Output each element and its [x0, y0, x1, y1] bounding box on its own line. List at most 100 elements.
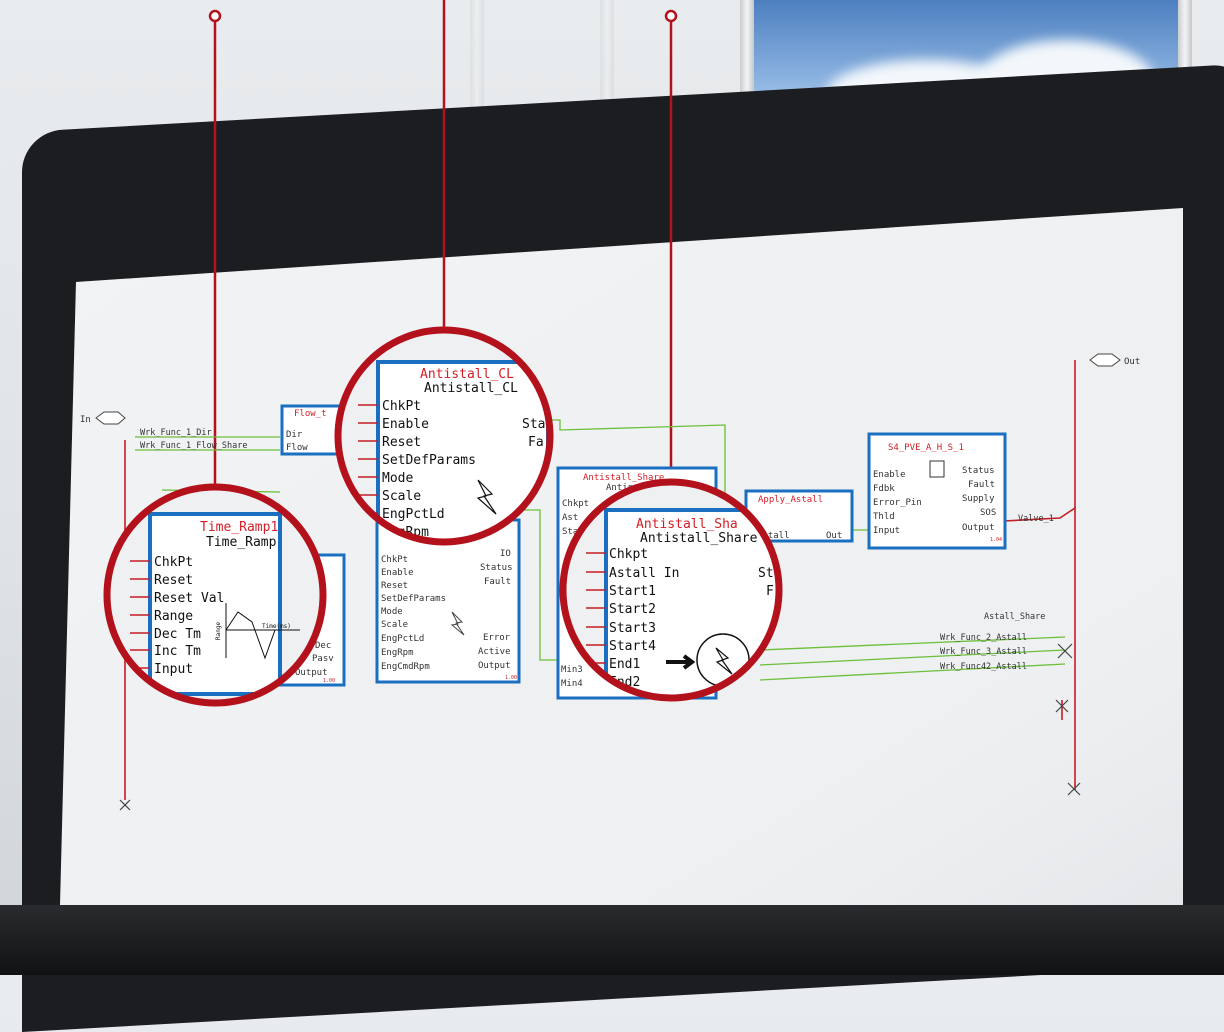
input-label: In	[80, 415, 91, 425]
port-label: Dec	[315, 641, 331, 651]
port-label: Chkpt	[562, 499, 589, 509]
port-label: Chkpt	[609, 547, 648, 562]
port-label: Output	[962, 523, 995, 533]
port-label: Active	[478, 647, 511, 657]
wire-label: Valve_1	[1018, 514, 1054, 524]
axis-label: Range	[215, 622, 222, 640]
port-label: Astall In	[609, 566, 679, 581]
block-subtitle: Antistall_Share	[640, 531, 758, 546]
callout-leaders	[208, 0, 678, 488]
block-subtitle: Antistall_CL	[424, 381, 518, 396]
port-label: Enable	[382, 417, 429, 432]
port-label: Mode	[381, 607, 403, 617]
monitor-bottom-bezel	[0, 905, 1224, 975]
port-label: Reset	[154, 573, 193, 588]
block-subtitle: Time_Ramp	[206, 535, 277, 550]
port-label: Error	[483, 633, 511, 643]
port-label: Ast	[562, 513, 578, 523]
port-label: ChkPt	[382, 399, 421, 414]
port-label: Min4	[561, 679, 583, 689]
port-label: Flow	[286, 443, 308, 453]
port-label: Fault	[484, 577, 511, 587]
input-connector[interactable]: In	[80, 411, 126, 425]
output-connector[interactable]: Out	[1089, 353, 1140, 367]
port-label: St	[758, 566, 774, 581]
port-label: Sta	[522, 417, 545, 432]
block-subtitle: Antis	[606, 483, 633, 493]
port-label: SetDefParams	[382, 453, 476, 468]
block-title: Apply_Astall	[758, 495, 823, 505]
magnifier-antistall-share: Antistall_Sha Antistall_Share Chkpt Asta…	[559, 478, 783, 702]
port-label: EngPctLd	[382, 507, 445, 522]
port-label: Supply	[962, 494, 995, 504]
port-label: Range	[154, 609, 193, 624]
schematic-screen: In Out Wrk_Func_1_Dir Wrk_Func_1_Flow_Sh…	[60, 0, 1183, 905]
port-label: Fault	[968, 480, 995, 490]
port-label: Enable	[873, 470, 906, 480]
port-label: Output	[478, 661, 511, 671]
version-label: 1.00	[323, 678, 335, 684]
port-label: SOS	[980, 508, 996, 518]
port-label: Error_Pin	[873, 498, 922, 508]
output-label: Out	[1124, 357, 1140, 367]
arrow-icon	[666, 654, 696, 670]
wire-label: Wrk_Func_2_Astall	[940, 633, 1027, 643]
port-label: EngPctLd	[381, 634, 424, 644]
block-title: Flow_t	[294, 409, 327, 419]
port-label: Dir	[286, 430, 303, 440]
port-label: Mode	[382, 471, 413, 486]
port-label: EngCmdRpm	[381, 662, 430, 672]
port-label: Inc Tm	[154, 644, 201, 659]
port-label: IO	[500, 549, 511, 559]
port-label: Start4	[609, 639, 656, 654]
port-label: Reset Val	[154, 591, 224, 606]
version-label: 1.00	[505, 675, 517, 681]
port-label: ChkPt	[154, 555, 193, 570]
port-label: Fa	[528, 435, 544, 450]
magnifier-time-ramp: Time_Ramp1 Time_Ramp ChkPt Reset Reset V…	[103, 483, 327, 707]
wire-label: Wrk_Func42_Astall	[940, 662, 1027, 672]
wire-label: Wrk_Func_3_Astall	[940, 647, 1027, 657]
block-title: Time_Ramp1	[200, 520, 278, 535]
port-label: Scale	[382, 489, 421, 504]
lightning-icon	[450, 611, 465, 636]
document-icon	[929, 460, 945, 478]
terminator-marks	[119, 643, 1081, 811]
port-label: Enable	[381, 568, 414, 578]
port-label: EngRpm	[381, 648, 414, 658]
port-label: Fdbk	[873, 484, 895, 494]
wire-label: Astall_Share	[984, 612, 1045, 622]
magnifier-antistall-cl: Antistall_CL Antistall_CL ChkPt Enable R…	[334, 326, 554, 546]
block-title: S4_PVE_A_H_S_1	[888, 443, 964, 453]
antistall-cl-block[interactable]: ChkPt Enable Reset SetDefParams Mode Sca…	[375, 518, 521, 684]
wire-label: Wrk_Func_1_Dir	[140, 428, 212, 438]
port-label: Start3	[609, 621, 656, 636]
port-label: Output	[295, 668, 328, 678]
port-label: Reset	[382, 435, 421, 450]
block-title: Antistall_Share	[583, 473, 664, 483]
block-title: Antistall_Sha	[636, 517, 738, 532]
port-label: Thld	[873, 512, 895, 522]
version-label: 1.04	[990, 537, 1002, 543]
flow-t-block[interactable]: Flow_t Dir Flow	[280, 404, 348, 456]
wire-label: Wrk_Func_1_Flow_Share	[140, 441, 247, 451]
port-label: ChkPt	[381, 555, 408, 565]
port-label: Input	[154, 662, 193, 677]
block-title: Antistall_CL	[420, 367, 514, 382]
port-label: Pasv	[312, 654, 334, 664]
lightning-icon	[476, 479, 497, 515]
port-label: Astall	[757, 531, 790, 541]
ramp-graph-icon	[225, 603, 300, 660]
port-label: Status	[962, 466, 995, 476]
port-label: Reset	[381, 581, 408, 591]
port-label: End1	[609, 657, 640, 672]
axis-label: Time(ms)	[262, 623, 291, 630]
port-label: Scale	[381, 620, 408, 630]
port-label: Out	[826, 531, 842, 541]
port-label: Sta	[562, 527, 578, 537]
port-label: SetDefParams	[381, 594, 446, 604]
port-label: Start2	[609, 602, 656, 617]
port-label: F	[766, 584, 774, 599]
port-label: Min3	[561, 665, 583, 675]
s4-pve-block[interactable]: S4_PVE_A_H_S_1 Enable Fdbk Error_Pin Thl…	[867, 432, 1007, 550]
